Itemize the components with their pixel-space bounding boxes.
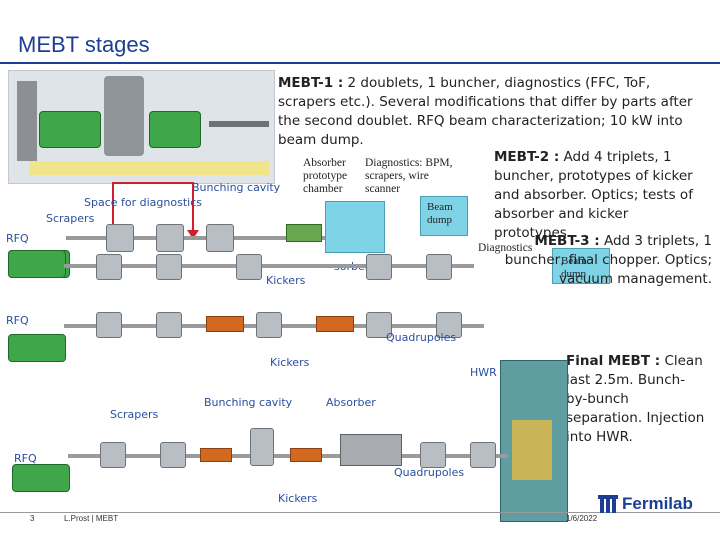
label-kickers-2: Kickers bbox=[270, 356, 310, 369]
label-absorber-prototype: Absorber prototype chamber bbox=[303, 157, 348, 195]
label-quadrupoles-1: Quadrupoles bbox=[386, 331, 457, 344]
label-scrapers-top: Scrapers bbox=[46, 212, 95, 225]
mebt3-heading: MEBT-3 : bbox=[534, 233, 600, 249]
label-absorber: Absorber bbox=[326, 396, 376, 409]
mebt1-heading: MEBT-1 : bbox=[278, 75, 344, 91]
footer-divider bbox=[0, 512, 720, 513]
mebt1-description: MEBT-1 : 2 doublets, 1 buncher, diagnost… bbox=[278, 74, 698, 150]
mebt3-beamline bbox=[6, 240, 496, 300]
label-diagnostics-bpm: Diagnostics: BPM, scrapers, wire scanner bbox=[365, 157, 453, 195]
mebt3-text: Add 3 triplets, 1 buncher, final chopper… bbox=[504, 233, 712, 287]
final-mebt-description: Final MEBT : Clean last 2.5m. Bunch-by-b… bbox=[566, 352, 706, 447]
label-rfq-3: RFQ bbox=[14, 452, 37, 465]
slide-title: MEBT stages bbox=[18, 32, 150, 57]
title-divider bbox=[0, 62, 720, 64]
label-scrapers-bottom: Scrapers bbox=[110, 408, 159, 421]
mebt2-description: MEBT-2 : Add 4 triplets, 1 buncher, prot… bbox=[494, 148, 704, 243]
beam-dump-1 bbox=[325, 201, 385, 253]
footer-page-number: 3 bbox=[30, 514, 35, 523]
label-diagnostics-2: Diagnostics bbox=[478, 242, 533, 254]
footer-author: L.Prost | MEBT bbox=[64, 514, 119, 523]
label-bunching-cavity-top: Bunching cavity bbox=[192, 181, 281, 194]
label-kickers-3: Kickers bbox=[278, 492, 318, 505]
diagnostics-bracket bbox=[112, 182, 114, 234]
fermilab-logo-icon bbox=[598, 495, 618, 513]
fermilab-logo-text: Fermilab bbox=[622, 494, 693, 513]
mebt3-description: MEBT-3 : Add 3 triplets, 1 buncher, fina… bbox=[486, 232, 712, 289]
beam-dump-1-label-box: Beam dump bbox=[420, 196, 468, 236]
label-rfq-2: RFQ bbox=[6, 314, 29, 327]
final-beamline bbox=[10, 408, 510, 498]
final-mebt-text: Clean last 2.5m. Bunch-by-bunch separati… bbox=[566, 353, 705, 445]
label-quadrupoles-2: Quadrupoles bbox=[394, 466, 465, 479]
mebt2-text: Add 4 triplets, 1 buncher, prototypes of… bbox=[494, 149, 693, 241]
beam-dump-2: Beam dump bbox=[552, 248, 610, 284]
row3-beamline bbox=[6, 296, 506, 366]
mebt1-photo bbox=[8, 70, 275, 184]
footer-date: 1/6/2022 bbox=[566, 514, 598, 523]
label-kickers-1: Kickers bbox=[266, 274, 306, 287]
label-space-for-diagnostics: Space for diagnostics bbox=[84, 196, 202, 209]
mebt1-text: 2 doublets, 1 buncher, diagnostics (FFC,… bbox=[278, 75, 693, 148]
label-hwr: HWR bbox=[470, 366, 497, 379]
label-bunching-cavity-bottom: Bunching cavity bbox=[204, 396, 293, 409]
label-rfq-1: RFQ bbox=[6, 232, 29, 245]
fermilab-logo: Fermilab bbox=[598, 494, 708, 514]
final-mebt-heading: Final MEBT : bbox=[566, 353, 661, 369]
mebt2-heading: MEBT-2 : bbox=[494, 149, 560, 165]
